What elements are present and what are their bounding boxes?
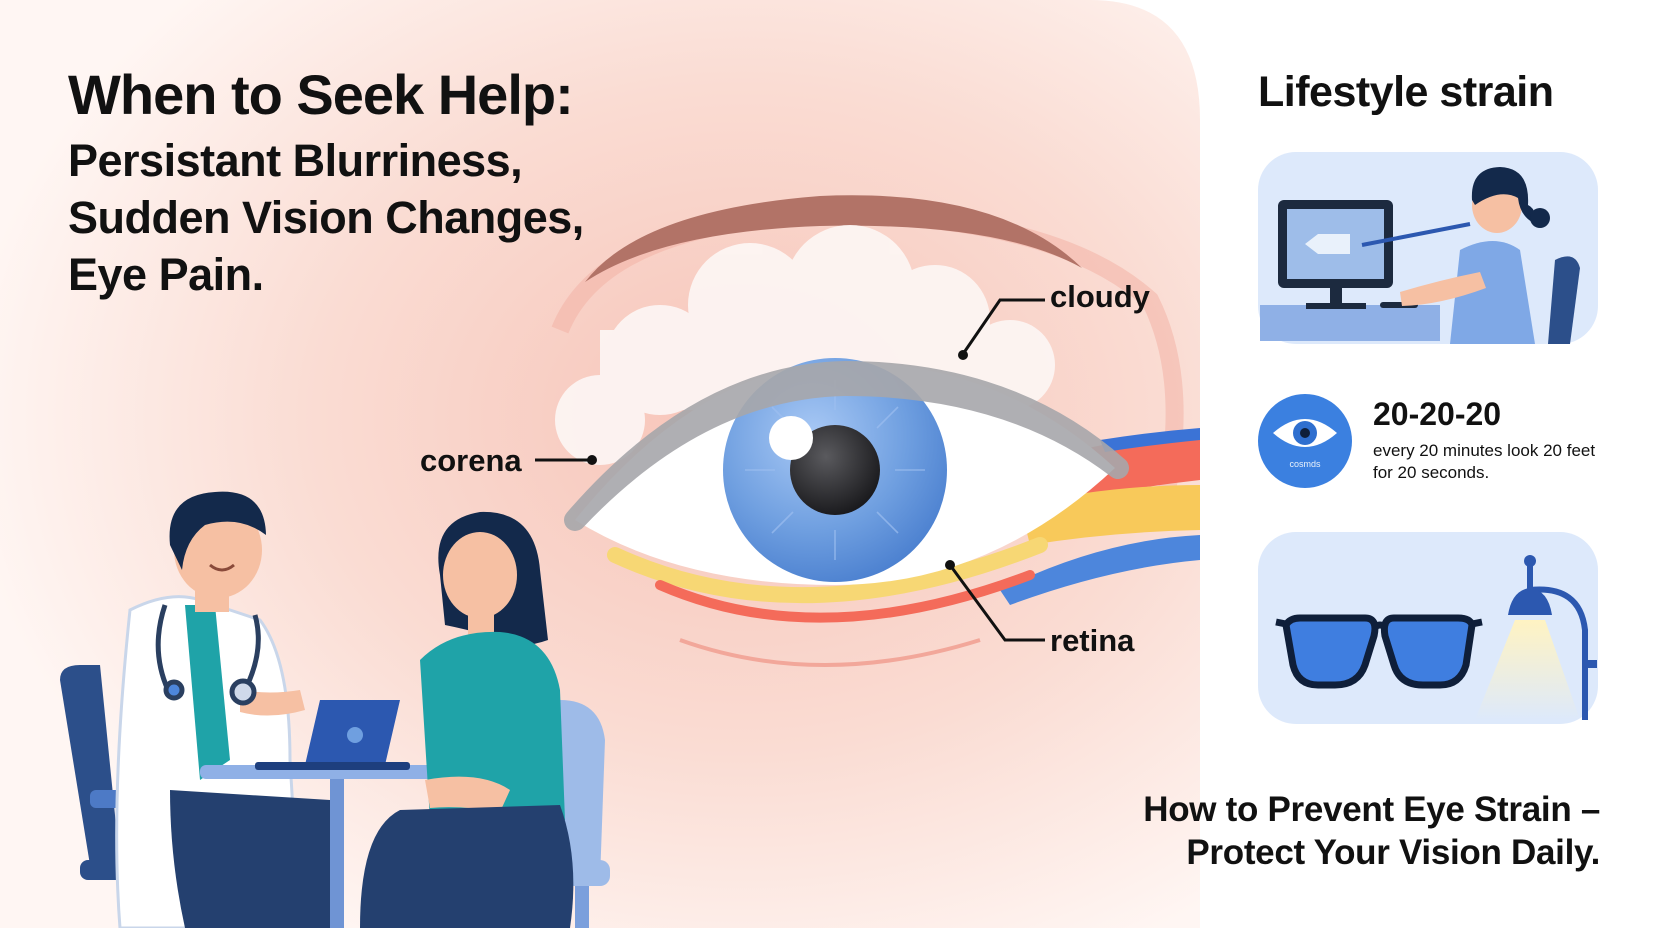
eyebrow [585,195,1082,282]
rule-text: every 20 minutes look 20 feet for 20 sec… [1373,441,1596,482]
nerve-band-blue [1000,535,1200,605]
nerve-band-blue-top [1100,428,1200,452]
lamp-light [1475,620,1580,720]
rule-title: 20-20-20 [1373,396,1502,432]
symptom-line: Eye Pain. [68,249,264,300]
patient-figure [360,511,574,928]
table-leg [330,779,344,928]
symptom-line: Sudden Vision Changes, [68,192,584,243]
computer-user-body [1450,241,1535,344]
retina-leader [948,564,1045,642]
upper-eyelid [564,361,1129,531]
lower-lid-red [655,570,1035,623]
footer-tagline: How to Prevent Eye Strain – Protect Your… [1143,788,1600,874]
retina-dot [945,560,955,570]
corena-dot [587,455,597,465]
lower-lid-yellow [607,537,1048,604]
headline-symptoms: Persistant Blurriness, Sudden Vision Cha… [68,132,584,303]
patient-head [443,532,517,618]
desk-lamp-icon [1508,555,1597,720]
footer-line: How to Prevent Eye Strain – [1143,790,1600,829]
stethoscope-icon [155,604,261,706]
pupil [790,425,880,515]
cloudy-dot [958,350,968,360]
glasses-icon [1275,614,1483,689]
headline-title: When to Seek Help: [68,63,574,126]
eye-icon [1258,394,1352,488]
eye-highlight [769,416,813,460]
lower-lid-line [679,638,981,667]
lifestyle-title: Lifestyle strain [1258,68,1554,116]
label-retina: retina [1050,623,1135,658]
cloudy-leader [961,298,1045,355]
label-cloudy: cloudy [1050,279,1150,314]
laptop-icon [255,700,410,770]
lifestyle-card-glasses [1258,532,1598,724]
symptom-line: Persistant Blurriness, [68,135,523,186]
footer-line: Protect Your Vision Daily. [1186,833,1600,872]
doctor-hair [169,491,266,570]
lifestyle-card-computer [1258,152,1598,344]
eye-badge-text: cosmds [1289,459,1321,469]
label-corena: corena [420,443,522,478]
